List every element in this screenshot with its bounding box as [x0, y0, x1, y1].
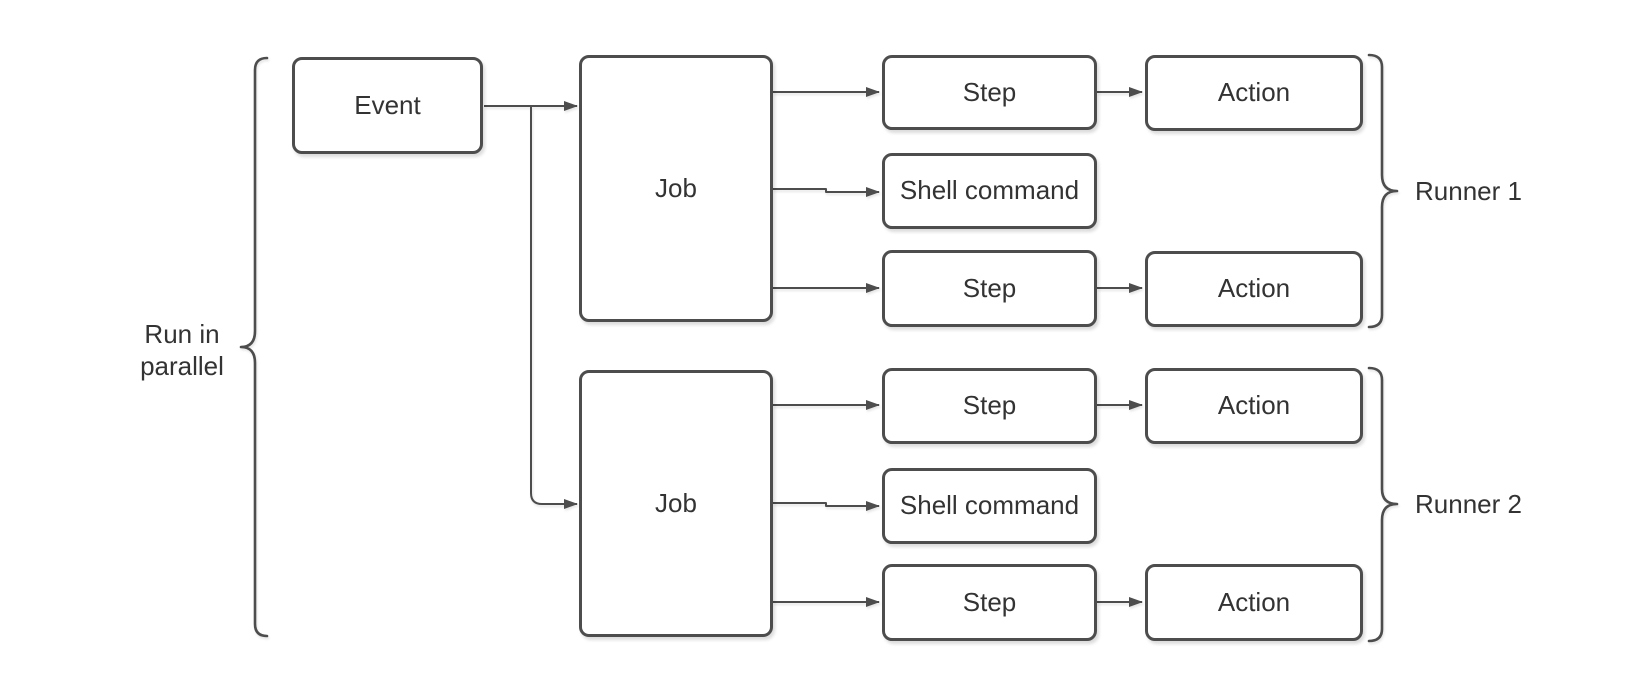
job-bottom-label: Job	[655, 487, 697, 518]
action-node-4: Action	[1145, 564, 1363, 641]
step4-label: Step	[962, 586, 1017, 617]
arrow-job-bottom-to-shell2	[773, 501, 880, 511]
step-node-2: Step	[882, 250, 1097, 327]
runner2-label: Runner 2	[1415, 489, 1522, 519]
step-node-4: Step	[882, 564, 1097, 641]
action4-label: Action	[1217, 586, 1291, 617]
parallel-label: Run in parallel	[140, 319, 224, 381]
job-node-bottom: Job	[579, 370, 773, 637]
action-node-1: Action	[1145, 55, 1363, 131]
runner2-brace	[1367, 366, 1399, 643]
runner1-brace	[1367, 53, 1399, 329]
step-node-3: Step	[882, 368, 1097, 444]
shell1-label: Shell command	[899, 175, 1080, 206]
step2-label: Step	[962, 272, 1017, 303]
shell-command-node-2: Shell command	[882, 468, 1097, 544]
event-node: Event	[292, 57, 483, 154]
step-node-1: Step	[882, 55, 1097, 130]
action3-label: Action	[1217, 390, 1291, 421]
runner1-label: Runner 1	[1415, 176, 1522, 206]
job-top-label: Job	[655, 172, 697, 203]
step3-label: Step	[962, 390, 1017, 421]
action2-label: Action	[1217, 273, 1291, 304]
arrow-event-to-job-bottom	[530, 106, 578, 509]
action1-label: Action	[1217, 77, 1291, 108]
action-node-3: Action	[1145, 368, 1363, 444]
arrow-job-top-to-shell1	[773, 187, 880, 197]
action-node-2: Action	[1145, 251, 1363, 327]
event-label: Event	[354, 89, 421, 120]
job-node-top: Job	[579, 55, 773, 322]
step1-label: Step	[962, 76, 1017, 107]
shell-command-node-1: Shell command	[882, 153, 1097, 229]
parallel-brace	[239, 56, 269, 638]
shell2-label: Shell command	[899, 490, 1080, 521]
